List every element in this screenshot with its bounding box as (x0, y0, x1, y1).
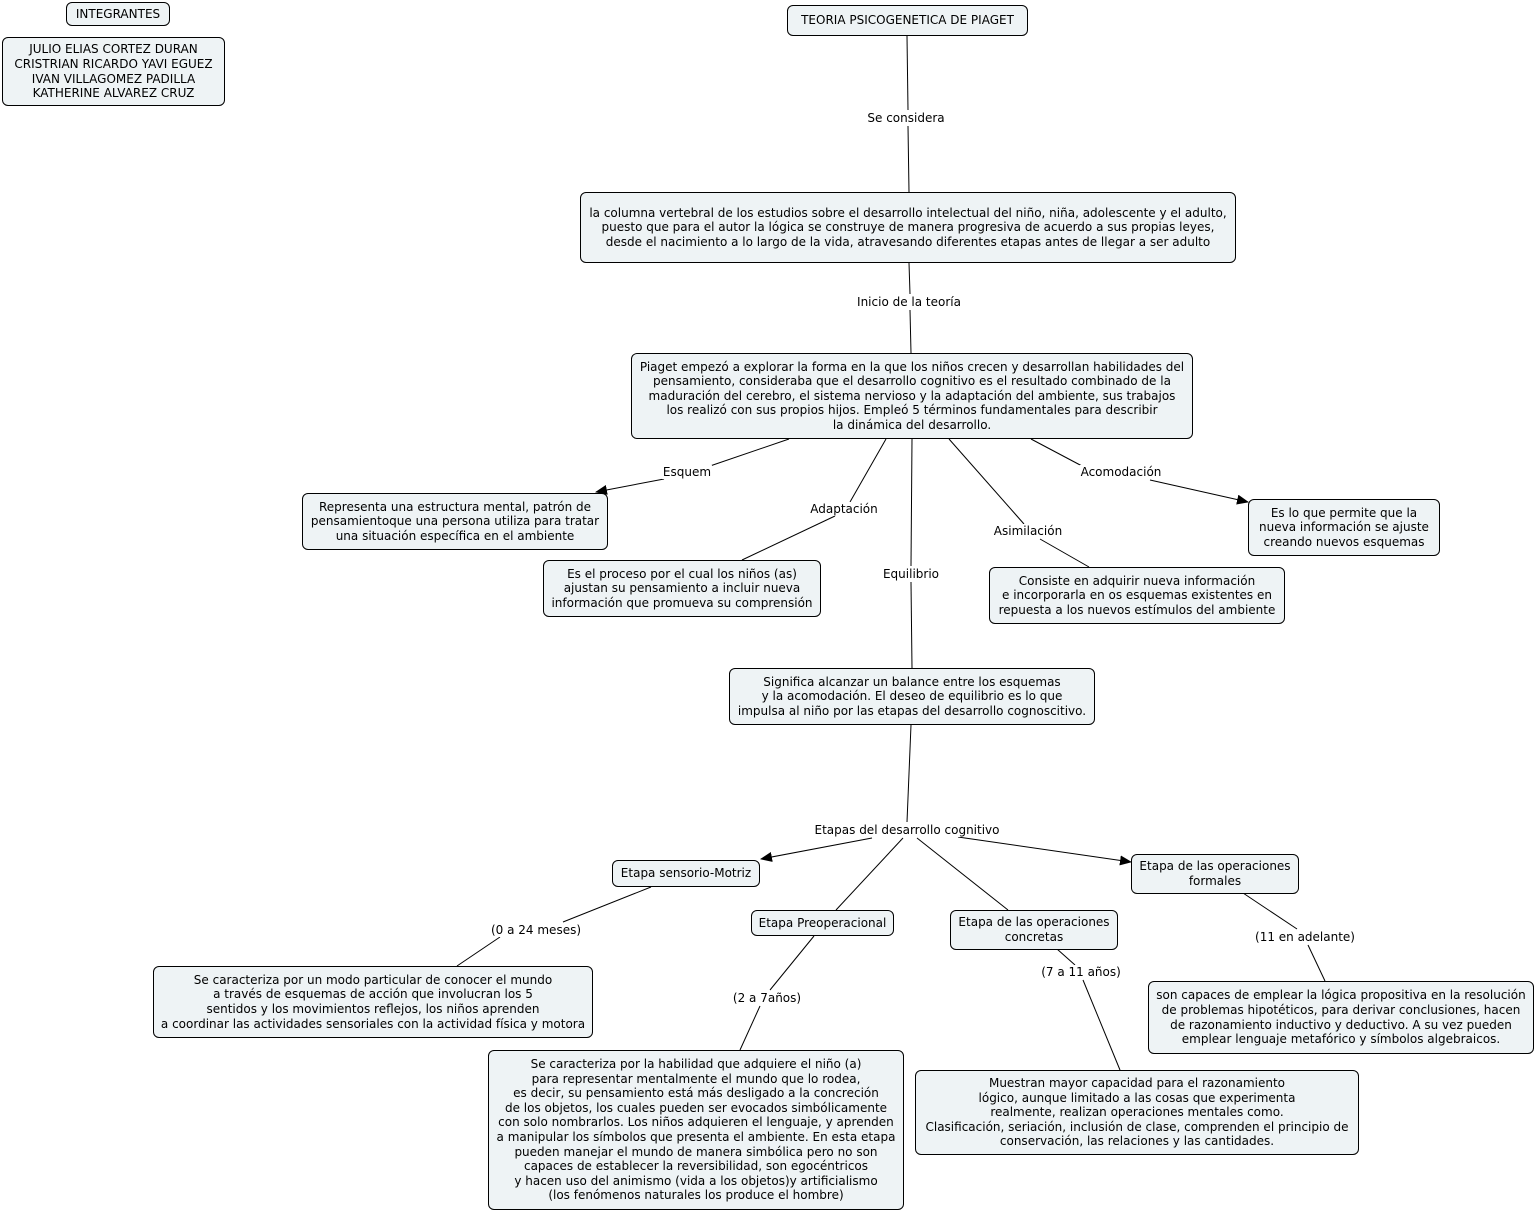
connector-equilibrio-etapas (906, 724, 912, 823)
link-edad-concretas: (7 a 11 años) (1040, 965, 1122, 979)
connector-sensorio-edad (562, 886, 652, 923)
connector-edad-concretasdesc (1082, 979, 1121, 1071)
link-esquem: Esquem (661, 465, 713, 479)
etapa-operaciones-formales-node: Etapa de las operaciones formales (1131, 854, 1299, 894)
link-edad-formales: (11 en adelante) (1254, 930, 1356, 944)
preoperacional-description-node: Se caracteriza por la habilidad que adqu… (488, 1050, 904, 1210)
connector-etapas-preop (835, 837, 904, 911)
integrantes-heading-node: INTEGRANTES (66, 2, 170, 26)
etapa-preoperacional-node: Etapa Preoperacional (751, 910, 894, 936)
connector-adaptacion-desc (741, 515, 836, 561)
connector-concretas-edad (1056, 948, 1076, 966)
connector-columna-inicio (908, 262, 911, 295)
link-inicio-teoria: Inicio de la teoría (856, 295, 962, 309)
columna-vertebral-node: la columna vertebral de los estudios sob… (580, 192, 1236, 263)
equilibrio-definition-node: Significa alcanzar un balance entre los … (729, 668, 1095, 725)
connector-piaget-adaptacion (849, 438, 887, 503)
link-asimilacion: Asimilación (992, 524, 1064, 538)
link-equilibrio: Equilibrio (881, 567, 941, 581)
link-edad-sensorio: (0 a 24 meses) (489, 923, 583, 937)
acomodacion-definition-node: Es lo que permite que la nueva informaci… (1248, 499, 1440, 556)
connector-piaget-equilibrio (910, 438, 913, 567)
esquema-definition-node: Representa una estructura mental, patrón… (302, 493, 608, 550)
sensorio-description-node: Se caracteriza por un modo particular de… (153, 966, 593, 1038)
connector-edad-formalesdesc (1307, 944, 1326, 982)
concretas-description-node: Muestran mayor capacidad para el razonam… (915, 1070, 1359, 1155)
link-se-considera: Se considera (866, 111, 946, 125)
piaget-exploration-node: Piaget empezó a explorar la forma en la … (631, 353, 1193, 439)
connector-considera-columna (907, 125, 910, 193)
connector-piaget-asimilacion (948, 438, 1025, 525)
etapa-operaciones-concretas-node: Etapa de las operaciones concretas (950, 910, 1118, 950)
connector-title-considera (906, 35, 909, 111)
connector-etapas-concretas (916, 837, 1009, 911)
asimilacion-definition-node: Consiste en adquirir nueva información e… (989, 567, 1285, 624)
connector-piaget-acomodacion (1030, 438, 1083, 467)
link-acomodacion: Acomodación (1079, 465, 1163, 479)
connector-esquem-esquema (595, 478, 665, 495)
connector-piaget-esquem (709, 438, 790, 467)
connector-equilibrio-desc (910, 581, 913, 669)
integrantes-names-node: JULIO ELIAS CORTEZ DURAN CRISTRIAN RICAR… (2, 37, 225, 106)
adaptacion-definition-node: Es el proceso por el cual los niños (as)… (543, 560, 821, 617)
connector-edad-preopdesc (739, 1005, 761, 1051)
connector-inicio-piaget (909, 309, 912, 354)
connector-etapas-formales (957, 836, 1132, 866)
title-node: TEORIA PSICOGENETICA DE PIAGET (787, 5, 1028, 36)
connector-acomodacion-desc (1149, 479, 1249, 505)
connector-asimilacion-desc (1039, 538, 1090, 568)
link-adaptacion: Adaptación (809, 502, 879, 516)
etapa-sensorio-motriz-node: Etapa sensorio-Motriz (612, 860, 760, 887)
connector-etapas-sensorio (760, 837, 873, 862)
link-edad-preoperacional: (2 a 7años) (731, 991, 803, 1005)
formales-description-node: son capaces de emplear la lógica proposi… (1148, 981, 1534, 1054)
connector-formales-edad (1242, 892, 1298, 930)
connector-preop-edad (769, 935, 815, 991)
connector-edad-sensoriodesc (456, 936, 501, 967)
link-etapas-desarrollo: Etapas del desarrollo cognitivo (813, 823, 1001, 837)
